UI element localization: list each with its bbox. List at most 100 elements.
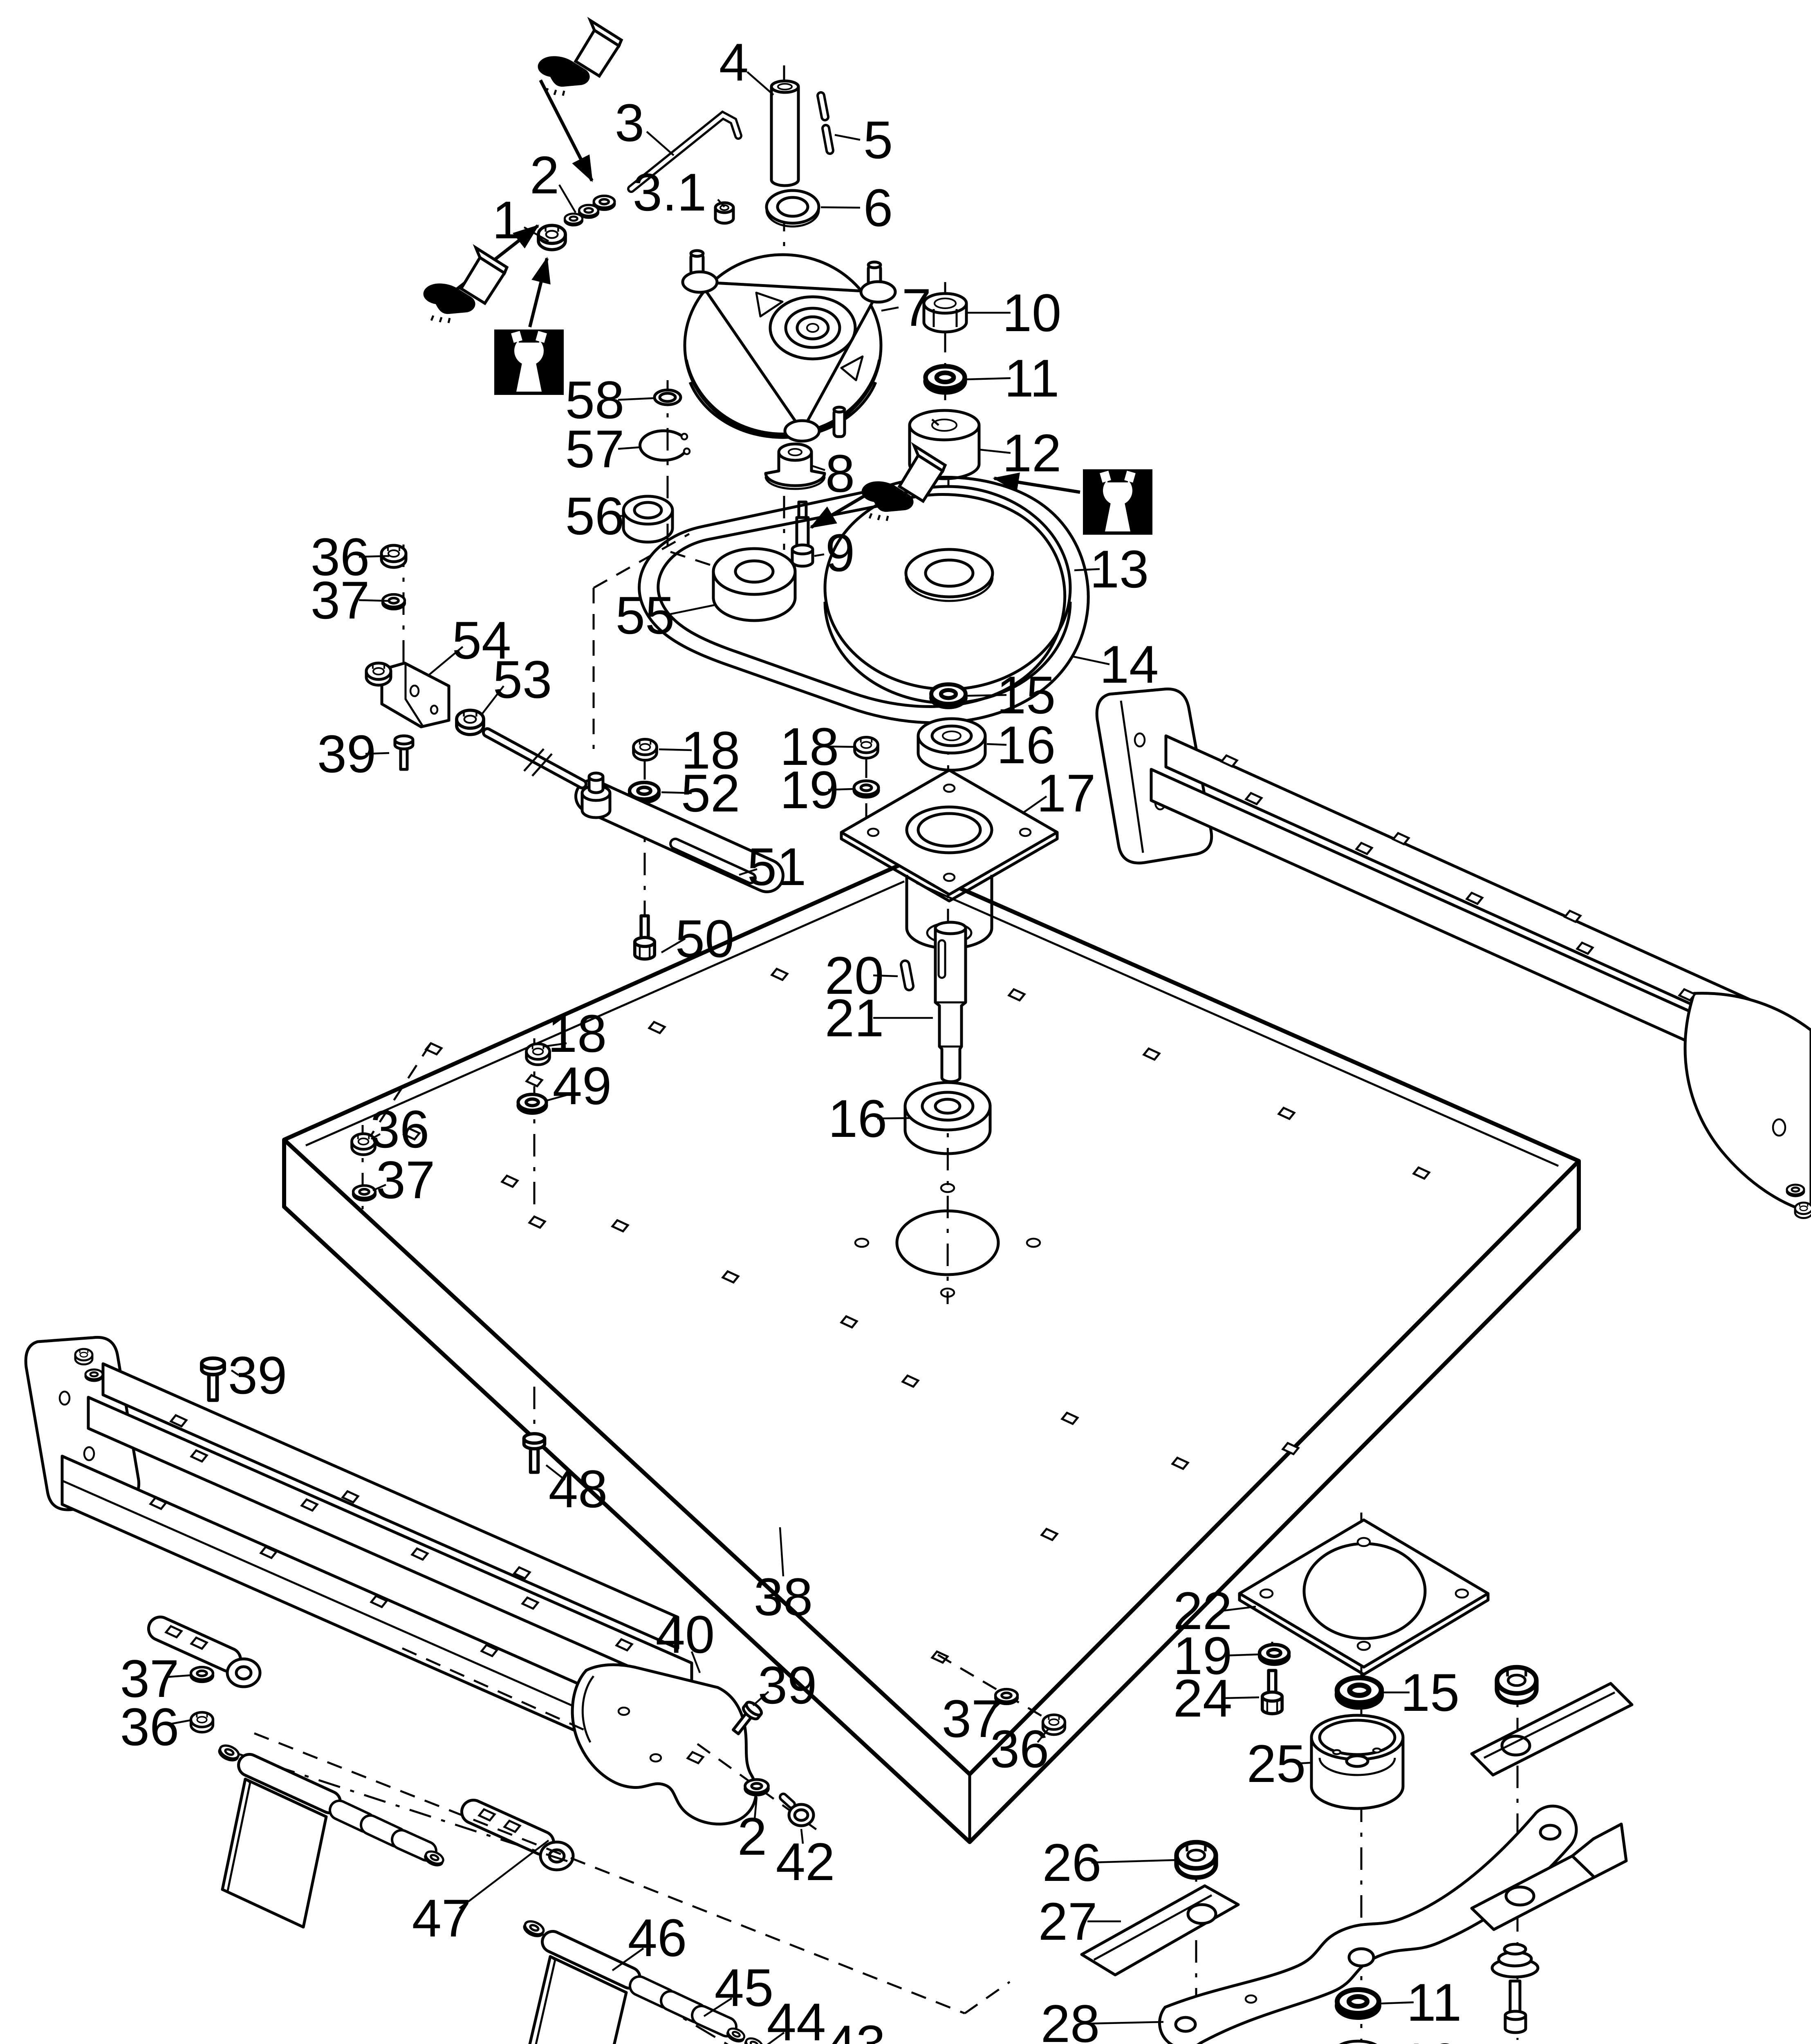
callout-10: 10: [1002, 283, 1062, 343]
callout-18: 18: [681, 720, 740, 780]
callout-51: 51: [747, 837, 807, 896]
callout-19: 19: [780, 760, 839, 820]
callout-52: 52: [681, 763, 740, 823]
deck-mount-hardware: [191, 1044, 1065, 1827]
leader-line: [800, 1829, 804, 1844]
leader-line: [168, 1674, 191, 1678]
wrench-icon: [494, 329, 564, 395]
blade-shaft: [900, 921, 992, 1155]
leader-line: [428, 646, 464, 676]
callout-16: 16: [828, 1089, 888, 1148]
callout-36: 36: [990, 1719, 1049, 1779]
leader-line: [703, 1997, 733, 2017]
leader-line: [828, 788, 853, 791]
flap-hinge-brackets: [147, 1616, 575, 1871]
roll-pins: [816, 91, 834, 155]
callout-18: 18: [548, 1004, 607, 1063]
leader-line: [1037, 1728, 1049, 1743]
callout-11: 11: [1004, 348, 1060, 408]
discharge-cover: [571, 1663, 758, 1826]
callout-21: 21: [825, 988, 884, 1048]
upper-bearing: [765, 189, 820, 228]
leader-line: [820, 206, 861, 209]
leader-line: [752, 1691, 769, 1706]
callout-48: 48: [549, 1459, 608, 1519]
callout-3.1: 3.1: [633, 162, 707, 222]
leader-line: [834, 134, 861, 141]
callout-39: 39: [228, 1345, 287, 1405]
leader-line: [618, 397, 654, 401]
callout-26: 26: [1042, 1833, 1102, 1892]
leader-line: [1223, 1653, 1259, 1657]
leader-line: [739, 868, 758, 876]
deck-housing: [282, 861, 1581, 1844]
callout-50: 50: [675, 909, 735, 968]
callout-37: 37: [120, 1649, 179, 1708]
right-blade-stack: [1470, 1667, 1634, 2034]
leader-line: [1091, 1859, 1176, 1864]
pointer-arrow: [528, 257, 551, 327]
callout-37: 37: [942, 1689, 1001, 1748]
leader-line: [1380, 2001, 1414, 2005]
leader-line: [690, 1651, 701, 1673]
callout-8: 8: [825, 444, 855, 503]
callout-37: 37: [376, 1150, 435, 1210]
callout-38: 38: [754, 1567, 813, 1627]
leader-line: [547, 1093, 571, 1102]
grease-tube-icon: [538, 20, 621, 96]
leader-line: [966, 377, 1011, 381]
clutch-lower-hardware: [622, 388, 826, 568]
leader-line: [661, 791, 692, 794]
leader-line: [459, 1840, 549, 1909]
idler-arm-assembly: [366, 545, 784, 959]
callout-15: 15: [997, 665, 1056, 725]
spindle-upper-stack: [630, 684, 1059, 950]
callout-27: 27: [1038, 1892, 1098, 1951]
callout-14: 14: [1100, 634, 1159, 694]
drive-belt-and-pulleys: [638, 475, 1090, 724]
callout-28: 28: [1041, 1994, 1100, 2044]
leader-line: [717, 199, 725, 208]
callout-17: 17: [1037, 763, 1096, 823]
leader-line: [1071, 655, 1110, 666]
leader-line: [1295, 1762, 1311, 1765]
leader-line: [812, 465, 825, 471]
rubber-flaps: [221, 1777, 628, 2044]
callout-2: 2: [530, 145, 559, 205]
leader-line: [168, 1719, 191, 1726]
callout-57: 57: [565, 419, 625, 479]
leader-line: [612, 1948, 644, 1971]
shaft-nut-washer-spacer: [908, 292, 981, 480]
leader-line: [767, 2032, 785, 2044]
wrench-icon: [1083, 469, 1152, 535]
leader-line: [746, 71, 774, 96]
callout-6: 6: [863, 178, 893, 238]
callout-24: 24: [1173, 1668, 1233, 1728]
leader-line: [1223, 1696, 1260, 1699]
leader-line: [543, 1042, 567, 1048]
leader-line: [779, 1527, 784, 1577]
leader-line: [1223, 1605, 1256, 1612]
leader-line: [1074, 568, 1100, 572]
leader-line: [661, 938, 686, 953]
rear-rail-assembly: [1095, 687, 1811, 1218]
callout-36: 36: [311, 527, 370, 587]
callout-44: 44: [767, 1992, 826, 2044]
callout-15: 15: [1401, 1663, 1460, 1722]
leader-line: [481, 685, 504, 715]
callout-5: 5: [863, 110, 893, 170]
callout-9: 9: [825, 523, 855, 583]
callout-19: 19: [1173, 1626, 1233, 1685]
callout-13: 13: [1090, 539, 1149, 599]
callout-25: 25: [1247, 1734, 1306, 1793]
callout-12: 12: [1002, 423, 1062, 483]
leader-line: [558, 184, 576, 213]
lift-rod-and-hardware: [538, 110, 742, 250]
leader-line: [1021, 796, 1047, 814]
callout-54: 54: [452, 610, 511, 670]
callout-4: 4: [719, 32, 749, 92]
callout-37: 37: [311, 570, 370, 630]
callout-layer: 1233.14567585756891011121314551516171852…: [120, 20, 1461, 2044]
leader-line: [618, 446, 641, 450]
